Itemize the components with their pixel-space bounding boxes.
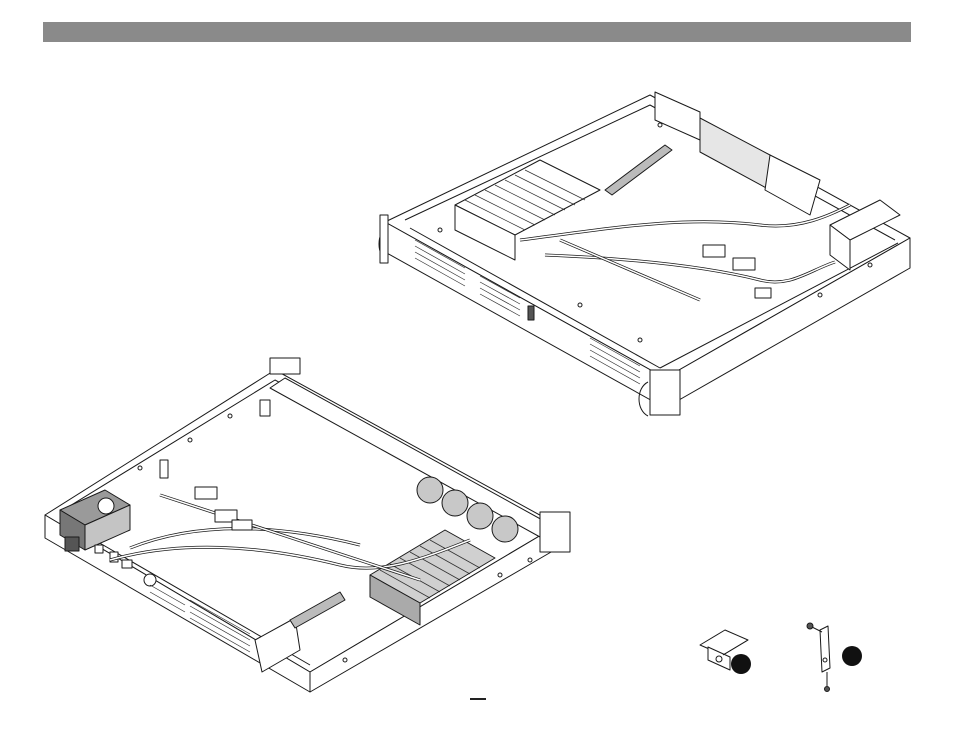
chassis-rear-view [379, 92, 910, 416]
mounting-bracket-b [807, 623, 830, 692]
callout-marker-a [731, 654, 751, 674]
page-number-dash [470, 698, 486, 700]
callout-marker-b [842, 646, 862, 666]
chassis-front-view [45, 358, 570, 692]
